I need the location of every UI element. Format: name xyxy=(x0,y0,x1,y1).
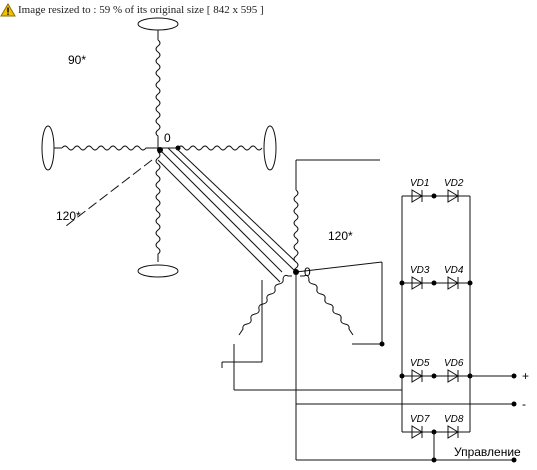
coil-lower-left xyxy=(238,274,292,336)
label-120-right: 120* xyxy=(328,229,353,243)
label-vd5: VD5 xyxy=(410,358,430,369)
terminal-minus-node xyxy=(511,401,517,407)
label-vd4: VD4 xyxy=(444,265,464,276)
diode-vd4 xyxy=(447,276,459,290)
pole-left xyxy=(41,125,55,171)
coil-left xyxy=(61,145,158,151)
diode-vd6 xyxy=(447,369,459,383)
label-vd1: VD1 xyxy=(410,178,429,189)
pole-bottom xyxy=(137,264,179,278)
label-control: Управление xyxy=(454,445,521,459)
diode-bridge xyxy=(296,189,517,463)
coil-lower-right xyxy=(300,274,354,336)
label-vd6: VD6 xyxy=(444,358,464,369)
lower-stator xyxy=(221,159,402,460)
diode-vd3 xyxy=(411,276,423,290)
label-vd7: VD7 xyxy=(410,414,430,425)
node-0-bottom xyxy=(293,269,299,275)
diode-vd7 xyxy=(411,425,423,439)
diode-vd5 xyxy=(411,369,423,383)
label-minus: - xyxy=(522,397,526,411)
connection-wires xyxy=(157,147,297,283)
pole-right xyxy=(263,125,277,171)
label-120-left: 120* xyxy=(56,209,81,223)
terminal-control-node xyxy=(511,457,517,463)
label-90: 90* xyxy=(68,53,86,67)
label-0-top: 0 xyxy=(164,131,171,145)
resize-notice-text: Image resized to : 59 % of its original … xyxy=(18,4,264,16)
diode-vd1 xyxy=(411,189,423,203)
pole-top xyxy=(137,17,179,31)
label-vd3: VD3 xyxy=(410,265,430,276)
coil-lower-up xyxy=(293,189,299,276)
resize-notice: Image resized to : 59 % of its original … xyxy=(0,0,537,20)
coil-up xyxy=(155,39,161,148)
diode-vd8 xyxy=(447,425,459,439)
label-plus: + xyxy=(522,369,529,383)
label-0-bottom: 0 xyxy=(304,265,311,279)
label-vd8: VD8 xyxy=(444,414,464,425)
warning-icon xyxy=(0,3,16,17)
coil-right xyxy=(177,145,263,151)
terminal-plus-node xyxy=(511,373,517,379)
diode-vd2 xyxy=(447,189,459,203)
coil-down xyxy=(155,151,161,262)
label-vd2: VD2 xyxy=(444,178,464,189)
axis-120-dashed xyxy=(65,159,153,227)
